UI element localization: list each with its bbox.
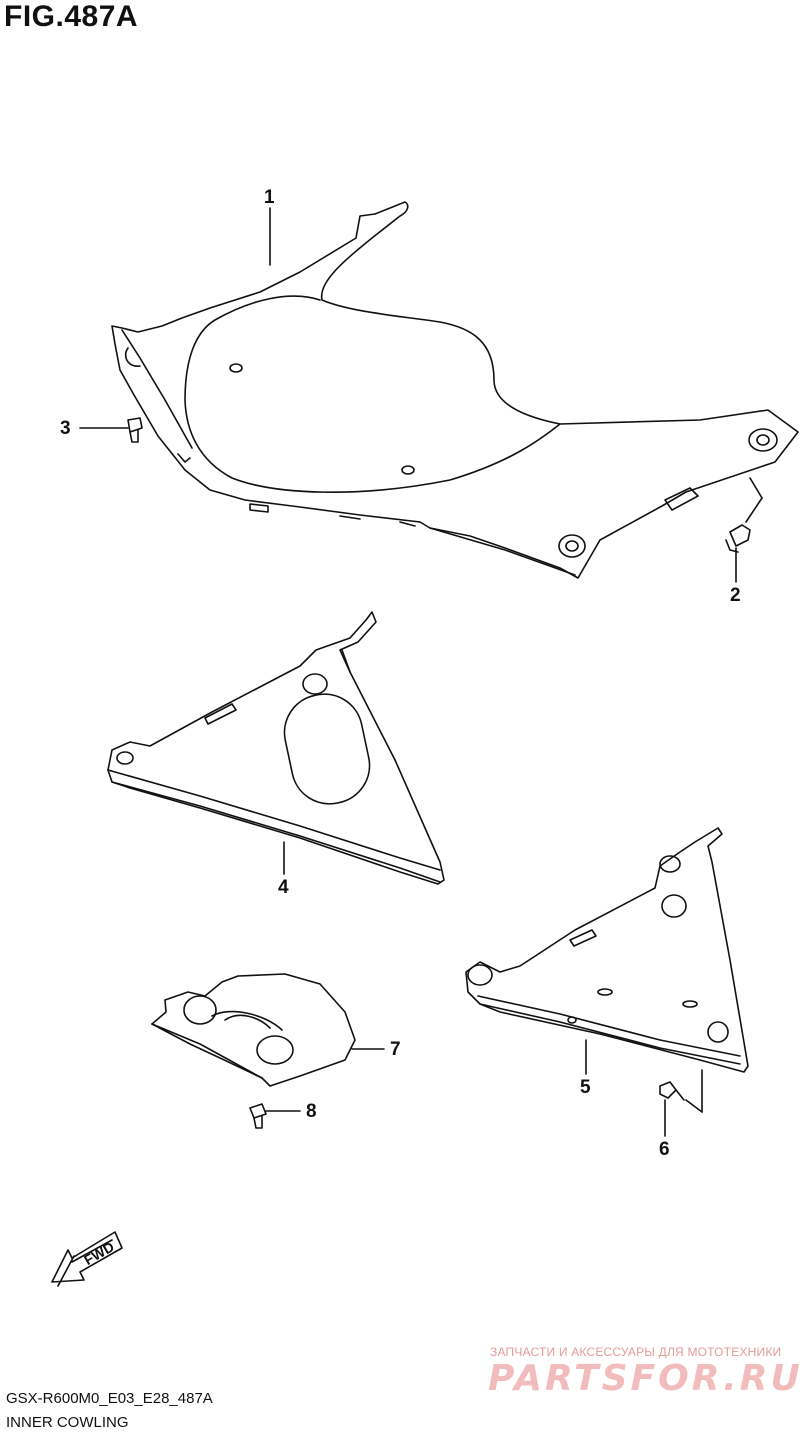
callout-3: 3	[60, 418, 71, 439]
callout-5: 5	[580, 1077, 591, 1098]
callout-6: 6	[659, 1139, 670, 1160]
watermark-tagline: ЗАПЧАСТИ И АКСЕССУАРЫ ДЛЯ МОТОТЕХНИКИ	[490, 1345, 782, 1359]
callout-7: 7	[390, 1039, 401, 1060]
part-3-screw	[127, 417, 143, 443]
fwd-arrow-icon	[51, 1231, 123, 1287]
part-4-cover	[107, 611, 445, 885]
part-5-side-panel	[465, 827, 749, 1073]
part-6-clip	[659, 1069, 703, 1113]
callout-4: 4	[278, 877, 289, 898]
watermark-logo: PARTSFOR.RU	[488, 1358, 800, 1399]
part-2-clip	[725, 477, 763, 553]
figure-title: FIG.487A	[4, 0, 139, 33]
callout-8: 8	[306, 1101, 317, 1122]
diagram-code: GSX-R600M0_E03_E28_487A	[6, 1390, 213, 1407]
part-8-bolt	[249, 1103, 267, 1129]
callout-2: 2	[730, 585, 741, 606]
diagram-name: INNER COWLING	[6, 1414, 129, 1431]
part-7-bracket	[151, 973, 356, 1087]
part-1-inner-cowling	[111, 201, 799, 579]
leader-lines	[79, 207, 737, 1137]
callout-1: 1	[264, 187, 275, 208]
